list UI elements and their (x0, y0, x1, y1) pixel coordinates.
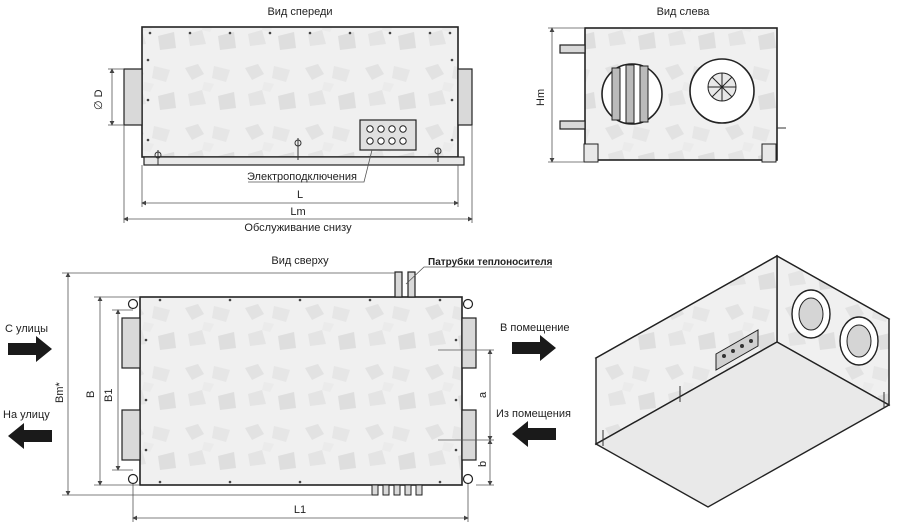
flow-to-street-label: На улицу (3, 409, 50, 421)
isometric-view (594, 254, 891, 508)
top-view-body (139, 296, 463, 486)
left-view-title: Вид слева (656, 6, 710, 18)
front-view (108, 26, 473, 223)
front-dim-length: L (296, 189, 304, 201)
top-dim-length-inner: L1 (293, 504, 307, 516)
arrow-to-room-icon (512, 335, 556, 361)
top-dim-b: b (477, 460, 489, 467)
top-dim-width-inner: B1 (103, 388, 115, 402)
arrow-from-room-icon (512, 421, 556, 447)
top-duct-room-out (461, 317, 477, 369)
service-note: Обслуживание снизу (244, 222, 352, 234)
flow-to-room-label: В помещение (500, 322, 570, 334)
flow-from-room-label: Из помещения (496, 408, 571, 420)
electrical-connections-label: Электроподключения (247, 171, 357, 183)
top-view-title: Вид сверху (271, 255, 329, 267)
top-view (62, 266, 552, 522)
top-duct-room-in (461, 409, 477, 461)
top-dim-width: B (85, 390, 97, 398)
front-duct-left (123, 68, 143, 126)
arrow-to-street-icon (8, 423, 52, 449)
front-dim-diameter: ∅ D (93, 89, 105, 110)
top-dim-width-total: Bm* (54, 382, 66, 403)
arrow-from-street-icon (8, 336, 52, 362)
left-dim-height: Hm (535, 88, 547, 106)
coolant-pipes-label: Патрубки теплоносителя (428, 257, 553, 268)
front-dim-length-total: Lm (290, 206, 306, 218)
top-dim-a: a (477, 391, 489, 398)
flow-arrows (8, 335, 556, 449)
front-view-title: Вид спереди (267, 6, 333, 18)
front-bottom-rail (143, 156, 465, 166)
top-duct-outdoor-in (121, 317, 141, 369)
top-duct-outdoor-out (121, 409, 141, 461)
front-terminal-block (359, 119, 417, 151)
flow-from-street-label: С улицы (5, 323, 49, 335)
left-view (548, 27, 786, 163)
front-duct-right (457, 68, 473, 126)
